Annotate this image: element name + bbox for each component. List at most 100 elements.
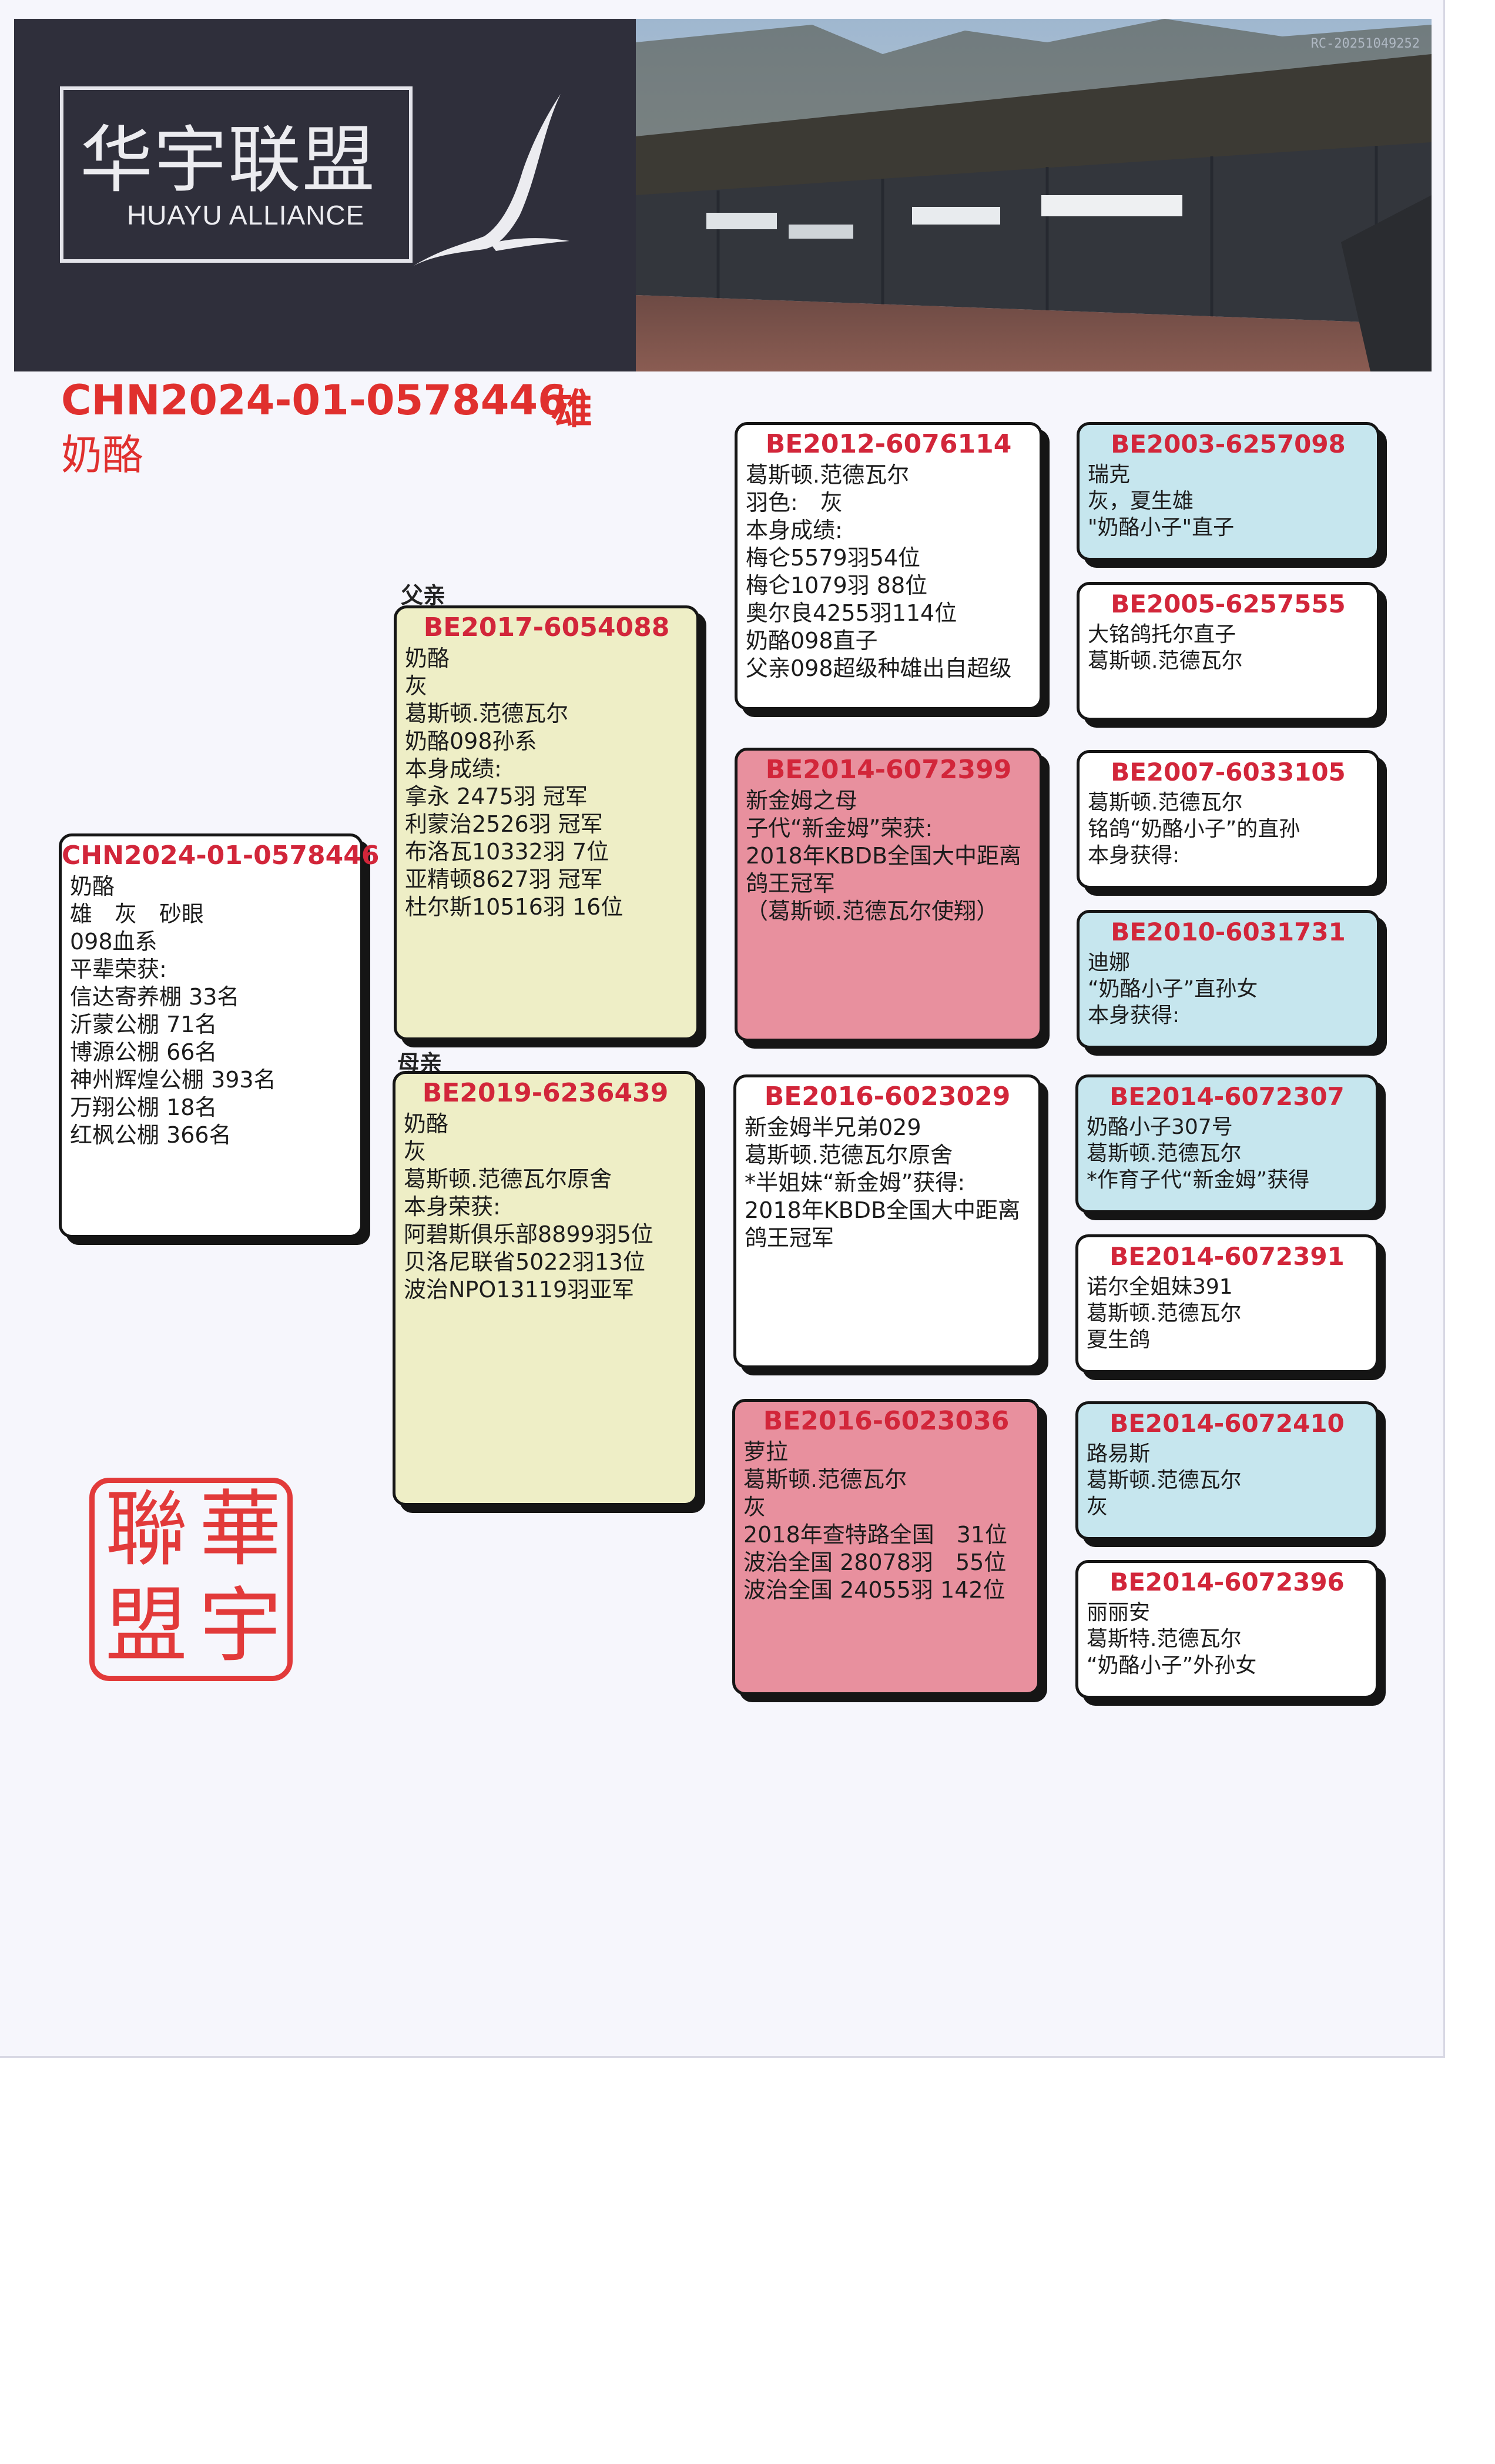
card-ring-number: BE2010-6031731 — [1111, 918, 1346, 946]
card-line: 瑞克 — [1088, 463, 1131, 487]
card-line: 葛斯顿.范德瓦尔 — [405, 701, 569, 727]
card-dam-sire-sire: BE2014-6072307 奶酪小子307号葛斯顿.范德瓦尔*作育子代“新金姆”… — [1075, 1074, 1379, 1213]
card-line: （葛斯顿.范德瓦尔使翔） — [746, 898, 999, 924]
card-line: 利蒙治2526羽 冠军 — [405, 811, 603, 837]
card-line: 葛斯顿.范德瓦尔 — [1088, 649, 1243, 673]
card-line: 梅仑5579羽54位 — [746, 545, 921, 571]
loft-photo — [636, 19, 1432, 371]
card-line: 诺尔全姐妹391 — [1087, 1275, 1233, 1299]
card-line: 信达寄养棚 33名 — [70, 984, 240, 1010]
card-line: 葛斯顿.范德瓦尔原舍 — [745, 1142, 953, 1168]
card-line: 博源公棚 66名 — [70, 1039, 217, 1065]
card-body: 葛斯顿.范德瓦尔羽色: 灰本身成绩:梅仑5579羽54位梅仑1079羽 88位奥… — [738, 460, 1040, 682]
card-line: 夏生鸽 — [1087, 1328, 1151, 1352]
card-body: 新金姆之母子代“新金姆”荣获:2018年KBDB全国大中距离鸽王冠军（葛斯顿.范… — [738, 786, 1040, 925]
card-line: 子代“新金姆”荣获: — [746, 815, 933, 841]
card-ring-number: BE2016-6023036 — [763, 1406, 1010, 1436]
card-line: 父亲098超级种雄出自超级 — [746, 655, 1012, 681]
card-line: 拿永 2475羽 冠军 — [405, 784, 588, 809]
card-line: 葛斯顿.范德瓦尔 — [1087, 1468, 1242, 1492]
card-line: 灰 — [1087, 1495, 1108, 1519]
card-line: 2018年KBDB全国大中距离 — [746, 843, 1022, 869]
seal-char: 聯 — [105, 1482, 188, 1578]
card-line: 神州辉煌公棚 393名 — [70, 1067, 276, 1093]
card-line: 灰 — [404, 1139, 427, 1164]
header-banner: 华宇联盟 HUAYU ALLIANCE — [14, 19, 1432, 371]
card-line: 灰 — [405, 673, 428, 699]
card-line: 灰 — [743, 1494, 766, 1520]
card-ring-number: BE2005-6257555 — [1111, 590, 1346, 618]
logo: 华宇联盟 HUAYU ALLIANCE — [60, 86, 413, 263]
card-line: 铭鸽“奶酪小子”的直孙 — [1088, 817, 1300, 841]
card-line: 2018年KBDB全国大中距离 — [745, 1197, 1021, 1223]
card-ring-number: BE2014-6072391 — [1109, 1242, 1345, 1271]
card-line: 本身成绩: — [746, 517, 843, 543]
card-line: 新金姆之母 — [746, 788, 858, 813]
card-body: 奶酪灰葛斯顿.范德瓦尔奶酪098孙系本身成绩: 拿永 2475羽 冠军利蒙治25… — [397, 644, 696, 921]
card-line: 098血系 — [70, 929, 157, 955]
card-line: 奶酪小子307号 — [1087, 1115, 1233, 1139]
card-body: 奶酪灰葛斯顿.范德瓦尔原舍本身荣获:阿碧斯俱乐部8899羽5位贝洛尼联省5022… — [395, 1109, 695, 1304]
card-line: 红枫公棚 366名 — [70, 1122, 232, 1148]
card-line: 大铭鸽托尔直子 — [1088, 622, 1236, 647]
card-line: 亚精顿8627羽 冠军 — [405, 866, 603, 892]
card-line: 葛斯顿.范德瓦尔 — [1087, 1141, 1242, 1166]
card-ring-number: BE2012-6076114 — [765, 429, 1012, 459]
subject-name: 奶酪 — [61, 431, 143, 479]
card-line: 奶酪098孙系 — [405, 728, 537, 754]
card-line: 2018年查特路全国 31位 — [743, 1522, 1008, 1548]
card-line: 路易斯 — [1087, 1442, 1151, 1466]
card-body: 葛斯顿.范德瓦尔铭鸽“奶酪小子”的直孙本身获得: — [1080, 788, 1377, 869]
card-body: 瑞克灰，夏生雄"奶酪小子"直子 — [1080, 460, 1377, 541]
card-ring-number: BE2017-6054088 — [423, 612, 670, 642]
card-line: 葛斯顿.范德瓦尔 — [1088, 791, 1243, 815]
card-ring-number: BE2014-6072396 — [1109, 1568, 1345, 1596]
seal-char: 華 — [199, 1482, 282, 1578]
card-line: 万翔公棚 18名 — [70, 1094, 217, 1120]
card-body: 路易斯葛斯顿.范德瓦尔灰 — [1078, 1439, 1376, 1520]
card-ring-number: BE2014-6072399 — [765, 755, 1012, 785]
card-ring-number: BE2016-6023029 — [764, 1082, 1011, 1112]
card-line: 丽丽安 — [1087, 1601, 1151, 1625]
card-body: 大铭鸽托尔直子葛斯顿.范德瓦尔 — [1080, 620, 1377, 674]
subject-ring-number: CHN2024-01-0578446 — [61, 376, 567, 424]
card-line: 萝拉 — [743, 1439, 789, 1465]
card-ring-number: BE2003-6257098 — [1111, 430, 1346, 458]
card-line: 奶酪098直子 — [746, 628, 878, 654]
bird-icon — [414, 94, 569, 266]
subject-sex: 雄 — [551, 385, 592, 433]
card-line: 奶酪 — [70, 873, 115, 899]
card-ring-number: CHN2024-01-0578446 — [62, 841, 380, 871]
card-line: *作育子代“新金姆”获得 — [1087, 1168, 1310, 1192]
card-line: 灰，夏生雄 — [1088, 489, 1194, 513]
sire-label: 父亲 — [401, 582, 446, 608]
card-line: 波治全国 28078羽 55位 — [743, 1549, 1007, 1575]
card-line: *半姐妹“新金姆”获得: — [745, 1170, 966, 1196]
card-ring-number: BE2014-6072410 — [1109, 1409, 1345, 1438]
card-line: 阿碧斯俱乐部8899羽5位 — [404, 1221, 653, 1247]
card-line: 葛斯顿.范德瓦尔原舍 — [404, 1166, 612, 1192]
card-ring-number: BE2007-6033105 — [1111, 758, 1346, 786]
card-line: 奶酪 — [404, 1111, 449, 1137]
logo-title-cn: 华宇联盟 — [80, 118, 377, 203]
card-line: 葛斯顿.范德瓦尔 — [1087, 1301, 1242, 1325]
card-line: 雄 灰 砂眼 — [70, 901, 205, 927]
logo-title-en: HUAYU ALLIANCE — [127, 200, 365, 230]
card-line: 本身获得: — [1088, 843, 1180, 868]
seal-char: 盟 — [105, 1578, 188, 1674]
card-line: 葛斯特.范德瓦尔 — [1087, 1627, 1242, 1651]
card-ring-number: BE2014-6072307 — [1109, 1082, 1345, 1111]
card-line: 新金姆半兄弟029 — [745, 1114, 921, 1140]
card-line: 奶酪 — [405, 645, 450, 671]
card-line: 贝洛尼联省5022羽13位 — [404, 1249, 646, 1275]
